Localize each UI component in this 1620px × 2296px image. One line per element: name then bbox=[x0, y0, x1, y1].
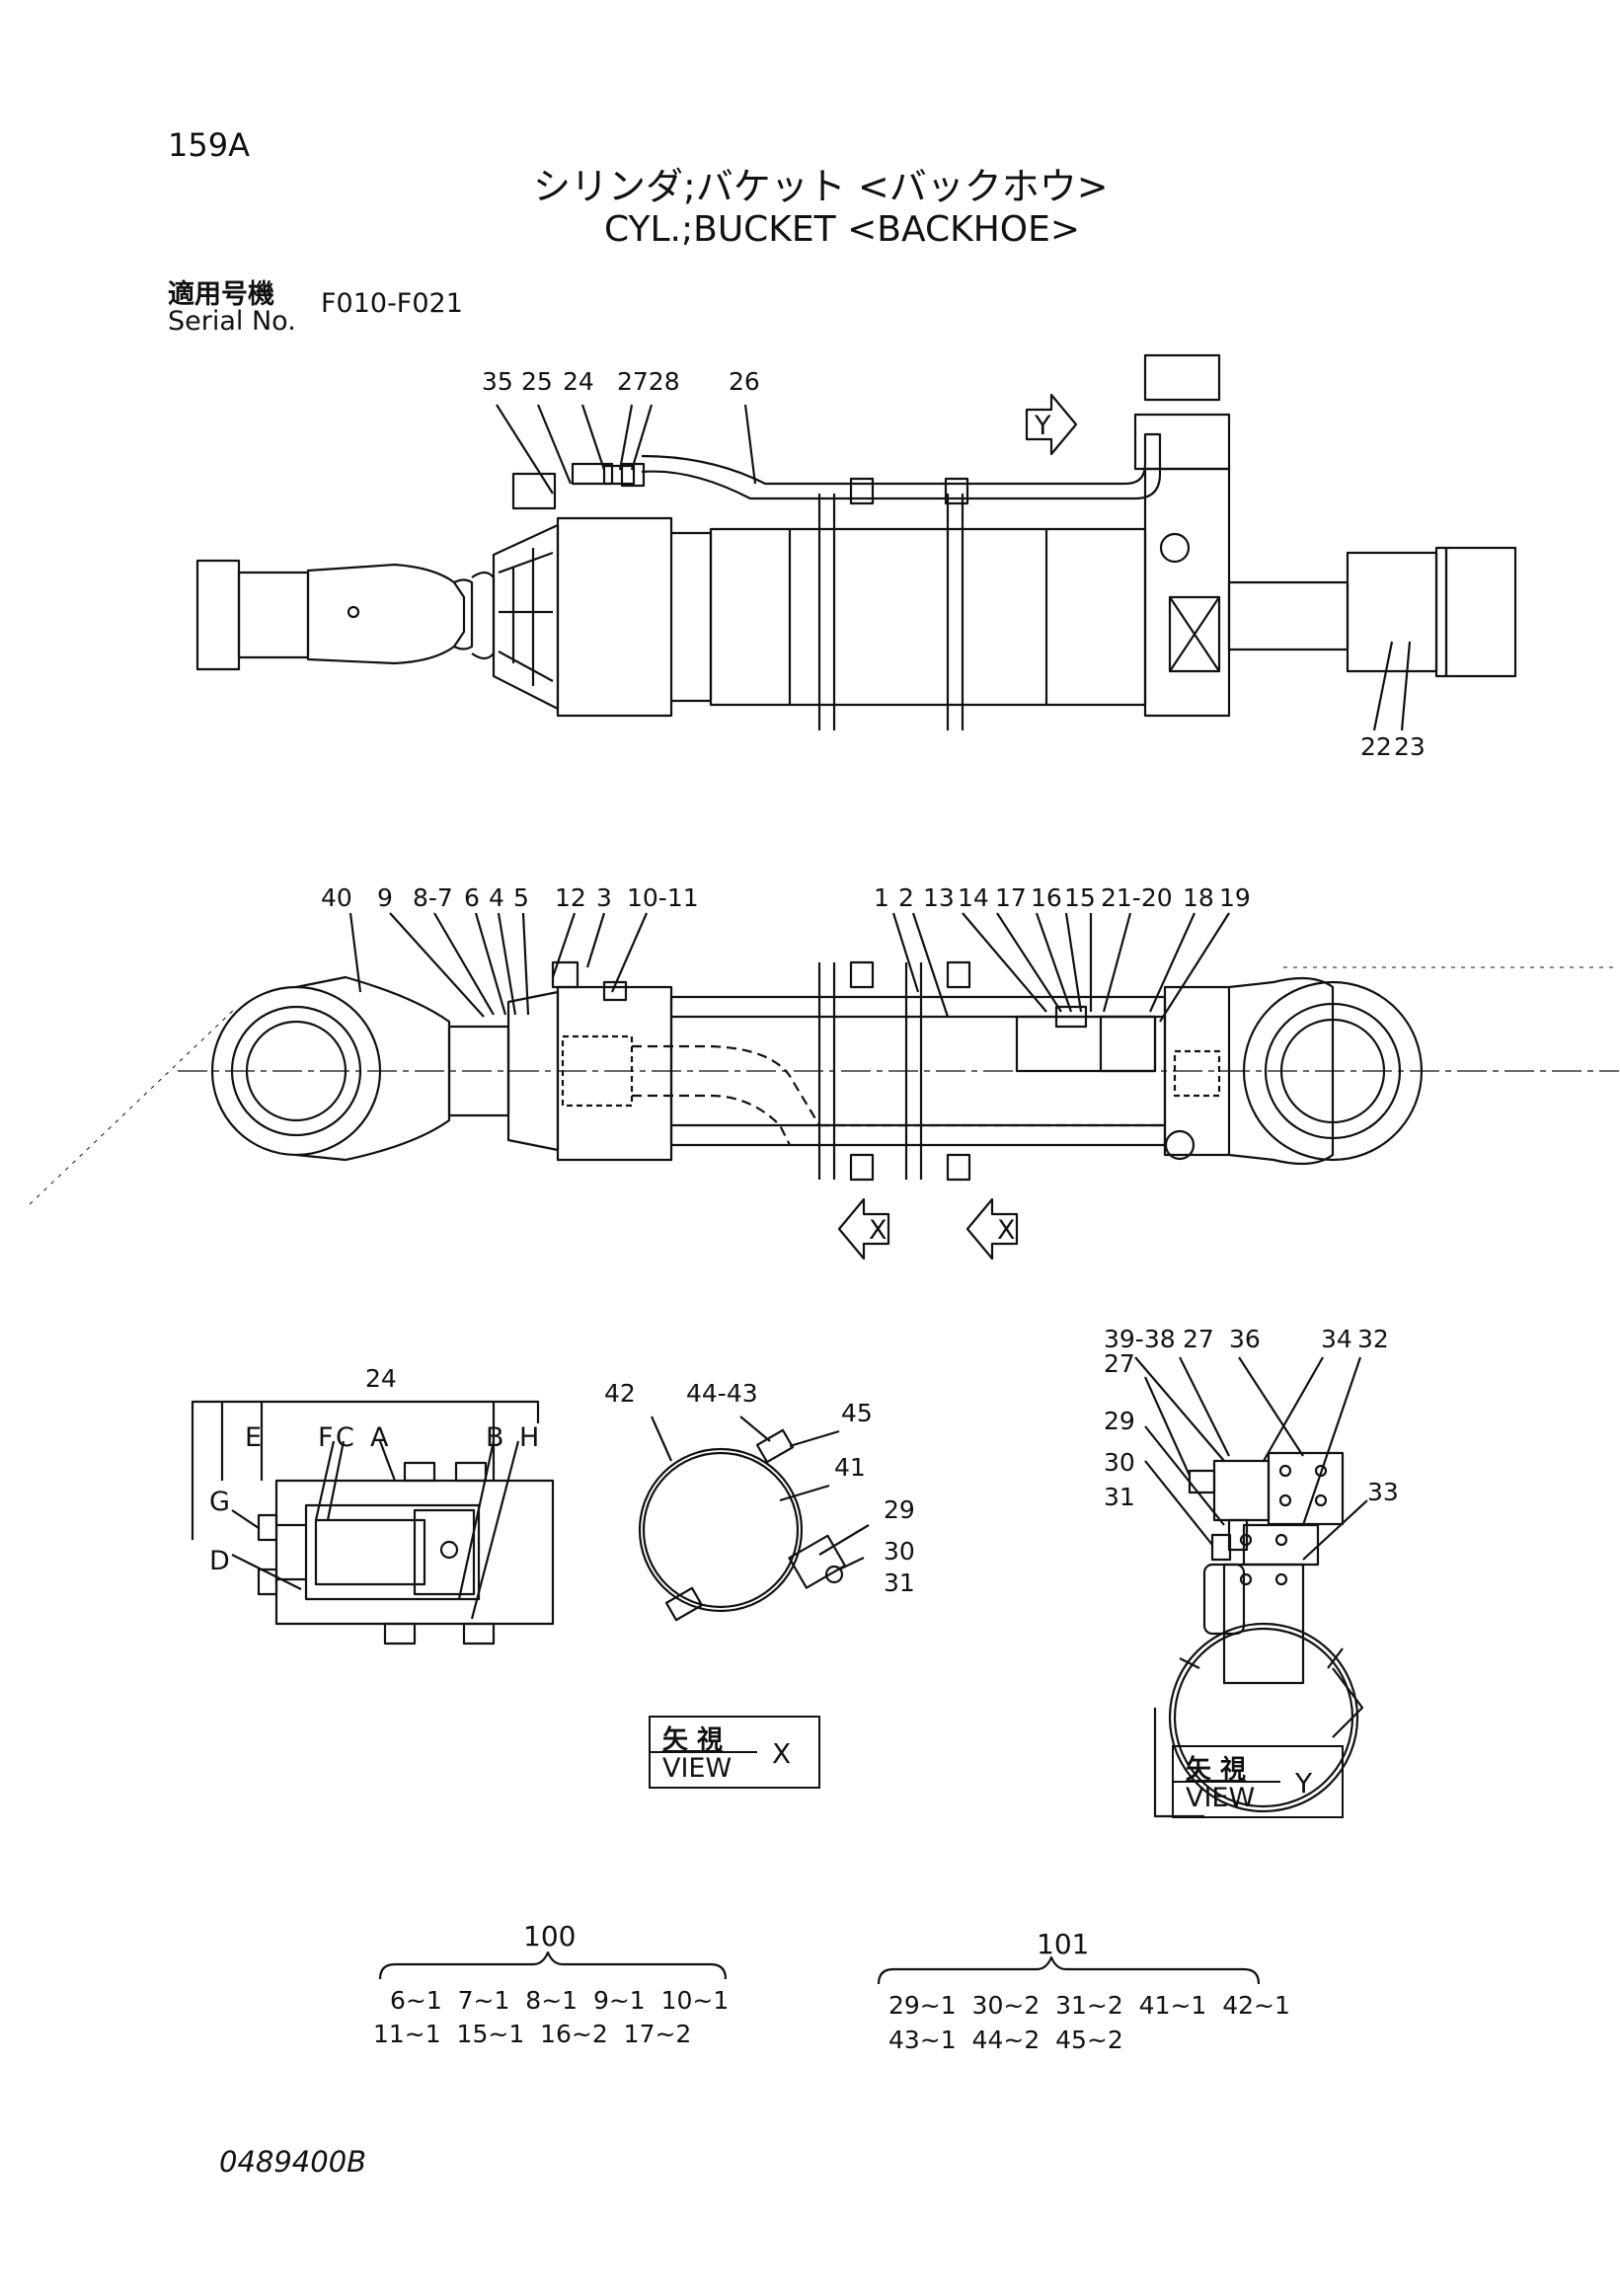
callout-sec-8-7: 8-7 bbox=[413, 883, 453, 912]
detail-letter-h: H bbox=[519, 1422, 539, 1453]
view-arrow-x-left bbox=[837, 1197, 890, 1261]
callout-sec-3: 3 bbox=[596, 883, 612, 912]
callout-sec-5: 5 bbox=[513, 883, 529, 912]
callout-side-2728: 2728 bbox=[617, 367, 680, 396]
callout-y-39-38: 39-38 bbox=[1104, 1325, 1176, 1353]
view-x-label-box: 矢 視 VIEW X bbox=[649, 1716, 820, 1789]
callout-x-31: 31 bbox=[884, 1569, 915, 1597]
callout-sec-17: 17 bbox=[995, 883, 1027, 912]
callout-sec-16: 16 bbox=[1031, 883, 1062, 912]
callout-y-27-side: 27 bbox=[1104, 1349, 1135, 1378]
callout-y-30: 30 bbox=[1104, 1448, 1135, 1477]
kit-101-number: 101 bbox=[1037, 1928, 1090, 1960]
kit-100-number: 100 bbox=[523, 1920, 577, 1952]
view-arrow-y bbox=[1025, 393, 1078, 456]
view-x-label-divider bbox=[651, 1751, 757, 1753]
section-view-cylinder bbox=[29, 912, 1619, 1205]
view-y-label-en: VIEW bbox=[1186, 1783, 1256, 1813]
view-y-label-jp: 矢 視 bbox=[1186, 1755, 1247, 1785]
callout-x-42: 42 bbox=[604, 1379, 636, 1408]
drawing-code: 0489400B bbox=[219, 2145, 367, 2179]
callout-sec-40: 40 bbox=[321, 883, 352, 912]
kit-101-brace bbox=[877, 1955, 1261, 1985]
callout-y-34: 34 bbox=[1321, 1325, 1352, 1353]
callout-sec-9: 9 bbox=[377, 883, 393, 912]
callout-y-33: 33 bbox=[1367, 1478, 1399, 1506]
callout-x-41: 41 bbox=[834, 1453, 866, 1482]
callout-x-29: 29 bbox=[884, 1495, 915, 1524]
view-x-label-jp: 矢 視 bbox=[662, 1725, 724, 1755]
detail-letter-a: A bbox=[370, 1422, 389, 1453]
view-x-clamp bbox=[638, 1416, 870, 1622]
serial-label-japanese: 適用号機 bbox=[168, 279, 274, 310]
kit-100-line-2: 11~1 15~1 16~2 17~2 bbox=[373, 2020, 692, 2048]
view-arrow-x-right bbox=[965, 1197, 1019, 1261]
callout-sec-12: 12 bbox=[555, 883, 586, 912]
callout-sec-18: 18 bbox=[1183, 883, 1214, 912]
view-y-label-box: 矢 視 VIEW Y bbox=[1172, 1745, 1344, 1818]
callout-y-29: 29 bbox=[1104, 1407, 1135, 1435]
view-y-label-divider bbox=[1174, 1781, 1280, 1783]
serial-label-english: Serial No. bbox=[168, 306, 296, 337]
callout-sec-4: 4 bbox=[489, 883, 504, 912]
callout-side-24: 24 bbox=[563, 367, 594, 396]
callout-x-45: 45 bbox=[841, 1399, 873, 1427]
callout-y-31: 31 bbox=[1104, 1483, 1135, 1511]
callout-sec-6: 6 bbox=[464, 883, 480, 912]
view-x-label-en: VIEW bbox=[662, 1753, 733, 1784]
detail-24-valve bbox=[191, 1400, 555, 1645]
view-arrow-x-left-letter: X bbox=[869, 1215, 887, 1246]
callout-sec-13: 13 bbox=[923, 883, 955, 912]
callout-side-35: 35 bbox=[482, 367, 513, 396]
kit-100-brace bbox=[378, 1951, 728, 1980]
kit-101-line-2: 43~1 44~2 45~2 bbox=[888, 2026, 1123, 2054]
view-arrow-y-letter: Y bbox=[1034, 411, 1051, 441]
detail-24-ref: 24 bbox=[365, 1364, 397, 1393]
callout-side-22: 22 bbox=[1360, 732, 1392, 761]
detail-letter-f: F bbox=[318, 1422, 334, 1453]
callout-y-32: 32 bbox=[1357, 1325, 1389, 1353]
view-y-block bbox=[1134, 1356, 1368, 1818]
callout-side-25: 25 bbox=[521, 367, 553, 396]
view-y-letter: Y bbox=[1295, 1767, 1313, 1799]
callout-sec-15: 15 bbox=[1064, 883, 1096, 912]
detail-letter-e: E bbox=[245, 1422, 262, 1453]
callout-sec-1: 1 bbox=[874, 883, 889, 912]
title-japanese: シリンダ;バケット <バックホウ> bbox=[533, 165, 1109, 208]
callout-sec-21-20: 21-20 bbox=[1101, 883, 1173, 912]
callout-y-27-top: 27 bbox=[1183, 1325, 1214, 1353]
callout-sec-2: 2 bbox=[898, 883, 914, 912]
view-arrow-x-right-letter: X bbox=[997, 1215, 1016, 1246]
title-english: CYL.;BUCKET <BACKHOE> bbox=[604, 209, 1081, 250]
callout-x-44-43: 44-43 bbox=[686, 1379, 758, 1408]
serial-range: F010-F021 bbox=[321, 288, 463, 319]
detail-letter-b: B bbox=[486, 1422, 504, 1453]
callout-y-36: 36 bbox=[1229, 1325, 1261, 1353]
kit-100-line-1: 6~1 7~1 8~1 9~1 10~1 bbox=[390, 1986, 730, 2015]
callout-side-23: 23 bbox=[1394, 732, 1426, 761]
detail-letter-c: C bbox=[336, 1422, 354, 1453]
kit-101-line-1: 29~1 30~2 31~2 41~1 42~1 bbox=[888, 1991, 1290, 2020]
page-number: 159A bbox=[168, 126, 250, 164]
detail-letter-d: D bbox=[209, 1546, 230, 1576]
side-view-cylinder bbox=[195, 353, 1517, 731]
callout-x-30: 30 bbox=[884, 1537, 915, 1566]
view-x-letter: X bbox=[772, 1737, 792, 1770]
callout-sec-19: 19 bbox=[1219, 883, 1251, 912]
callout-side-26: 26 bbox=[729, 367, 760, 396]
callout-sec-10-11: 10-11 bbox=[627, 883, 699, 912]
detail-letter-g: G bbox=[209, 1487, 230, 1517]
callout-sec-14: 14 bbox=[958, 883, 989, 912]
